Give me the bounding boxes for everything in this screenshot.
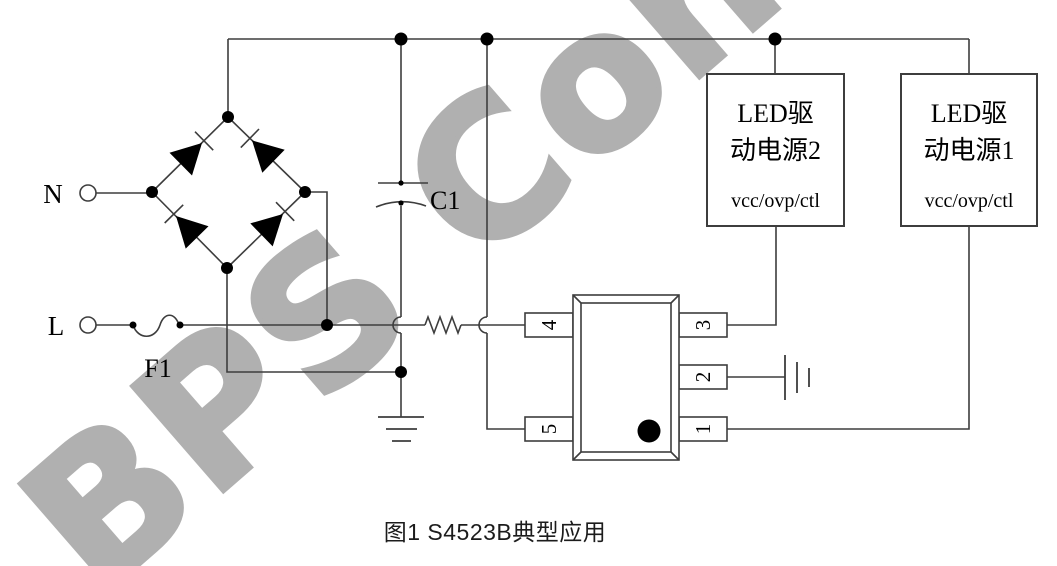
- terminal-n-circle: [79, 184, 97, 202]
- terminal-n-label: N: [43, 179, 63, 209]
- ic-pin2-box: [678, 364, 728, 390]
- led-driver-2-block: LED驱 动电源2 vcc/ovp/ctl: [706, 73, 845, 227]
- figure-caption: 图1 S4523B典型应用: [383, 519, 607, 545]
- bridge-right-branch: [305, 191, 328, 325]
- ic-pin5-box: [524, 416, 574, 442]
- diode-top-left: [169, 131, 214, 176]
- ic-pin3-box: [678, 312, 728, 338]
- pin3-wire: [727, 227, 777, 326]
- ic-pin5-number: 5: [537, 424, 561, 435]
- ic-pin3-number: 3: [691, 320, 715, 331]
- led-driver-1-title-line2: 动电源1: [923, 136, 1015, 165]
- ic-pin1-marker-dot: [637, 419, 661, 443]
- led-driver-1-signals: vcc/ovp/ctl: [924, 190, 1014, 212]
- wires: [96, 38, 970, 430]
- led-driver-2-title-line2: 动电源2: [729, 136, 821, 165]
- terminal-l-label: L: [48, 311, 65, 341]
- ic-pin1-number: 1: [691, 424, 715, 435]
- resistor-symbol: [424, 314, 462, 336]
- diode-bottom-left: [164, 204, 209, 249]
- ground-symbol-pin2: [784, 355, 810, 400]
- terminal-l-circle: [79, 316, 97, 334]
- led-driver-2-title-line1: LED驱: [737, 99, 814, 128]
- capacitor-label: C1: [430, 186, 460, 215]
- ic-pin2-number: 2: [691, 372, 715, 383]
- diode-top-right: [240, 128, 285, 173]
- diode-bottom-right: [250, 201, 295, 247]
- ic-pin4-number: 4: [537, 319, 561, 330]
- ic-package: [524, 294, 728, 461]
- led-driver-1-block: LED驱 动电源1 vcc/ovp/ctl: [900, 73, 1038, 227]
- capacitor-c1: [375, 180, 428, 208]
- bridge-rectifier: [151, 116, 306, 269]
- ic-bevel-corners: [572, 294, 680, 461]
- led-driver-2-signals: vcc/ovp/ctl: [731, 190, 820, 212]
- pin5-branch-lower: [486, 333, 525, 430]
- led-driver-1-title-line1: LED驱: [930, 99, 1008, 128]
- ic-pin4-box: [524, 312, 574, 338]
- wire-hop-right: [478, 316, 488, 334]
- junction-dots: [129, 32, 782, 378]
- fuse-symbol: [132, 314, 180, 338]
- bridge-bottom-drop: [226, 268, 401, 373]
- ground-symbol-main: [378, 416, 424, 442]
- fuse-label: F1: [144, 354, 171, 383]
- pin1-wire: [727, 227, 970, 430]
- ic-pin1-box: [678, 416, 728, 442]
